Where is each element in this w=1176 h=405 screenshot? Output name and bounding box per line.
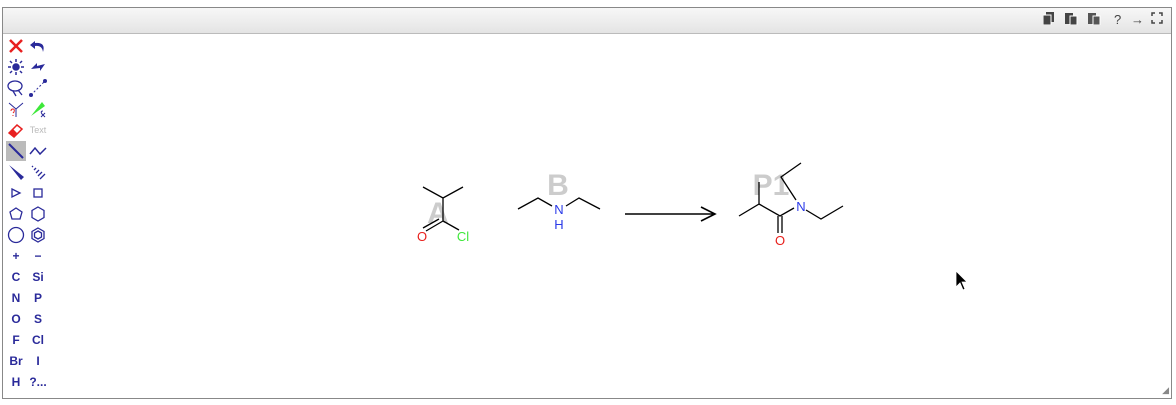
reactant-a-label: A: [427, 197, 449, 230]
positive-charge-button[interactable]: +: [12, 249, 20, 263]
benzene-ring-icon[interactable]: [28, 225, 48, 245]
clear-icon[interactable]: [6, 57, 26, 77]
resize-handle-icon[interactable]: ◢: [1162, 385, 1169, 395]
atom-i-button[interactable]: I: [36, 354, 40, 368]
undo-icon[interactable]: [28, 36, 48, 56]
fullscreen-icon[interactable]: [1151, 12, 1163, 27]
product-bonds: [738, 162, 844, 233]
atom-cl-button[interactable]: Cl: [32, 333, 44, 347]
triangle-ring-icon[interactable]: [6, 183, 26, 203]
atom-f-button[interactable]: F: [12, 333, 20, 347]
reactant-b-label: B: [547, 169, 569, 202]
reactant-a-bonds: [422, 186, 464, 232]
reactant-b-bonds: [517, 197, 601, 210]
product-label: P1: [753, 169, 790, 202]
paste-icon[interactable]: [1065, 12, 1078, 28]
help-icon[interactable]: ?: [1114, 12, 1122, 27]
nitrogen-atom: N: [554, 202, 563, 217]
chlorine-atom: Cl: [457, 229, 469, 244]
top-toolbar: ? →: [3, 8, 1171, 34]
copy-icon[interactable]: [1042, 12, 1055, 28]
hash-bond-icon[interactable]: [28, 162, 48, 182]
chain-icon[interactable]: [28, 141, 48, 161]
atom-si-button[interactable]: Si: [32, 270, 44, 284]
reaction-arrow: [625, 206, 717, 222]
drawing-canvas[interactable]: A B P1 O Cl N H N O: [3, 8, 1173, 400]
product-oxygen-atom: O: [775, 233, 785, 248]
reaction-map-icon[interactable]: [6, 99, 26, 119]
atom-c-button[interactable]: C: [11, 270, 21, 284]
arrow-right-icon[interactable]: →: [1131, 12, 1144, 27]
square-ring-icon[interactable]: [28, 183, 48, 203]
text-tool-icon[interactable]: Text: [29, 125, 47, 135]
hydrogen-atom: H: [554, 217, 563, 232]
product-nitrogen-atom: N: [796, 199, 805, 214]
distance-icon[interactable]: [28, 78, 48, 98]
negative-charge-button[interactable]: −: [34, 249, 42, 263]
redo-icon[interactable]: [28, 57, 48, 77]
atom-p-button[interactable]: P: [33, 291, 42, 305]
lasso-select-icon[interactable]: [6, 78, 26, 98]
atom-h-button[interactable]: H: [11, 375, 21, 389]
highlight-icon[interactable]: [28, 99, 48, 119]
pentagon-ring-icon[interactable]: [6, 204, 26, 224]
oxygen-atom: O: [417, 229, 427, 244]
heptagon-ring-icon[interactable]: [6, 225, 26, 245]
mouse-cursor-icon: [955, 270, 968, 291]
atom-s-button[interactable]: S: [33, 312, 42, 326]
paste-special-icon[interactable]: [1088, 12, 1101, 28]
delete-icon[interactable]: [6, 36, 26, 56]
atom-o-button[interactable]: O: [11, 312, 21, 326]
hexagon-ring-icon[interactable]: [28, 204, 48, 224]
atom-other-button[interactable]: ?...: [29, 375, 47, 389]
wedge-bond-icon[interactable]: [6, 162, 26, 182]
atom-n-button[interactable]: N: [11, 291, 21, 305]
sketcher-frame: ? → Text + − C Si N P O S F Cl Br I H ?.…: [2, 7, 1172, 399]
atom-br-button[interactable]: Br: [9, 354, 23, 368]
single-bond-icon[interactable]: [6, 141, 26, 161]
eraser-icon[interactable]: [6, 120, 26, 140]
